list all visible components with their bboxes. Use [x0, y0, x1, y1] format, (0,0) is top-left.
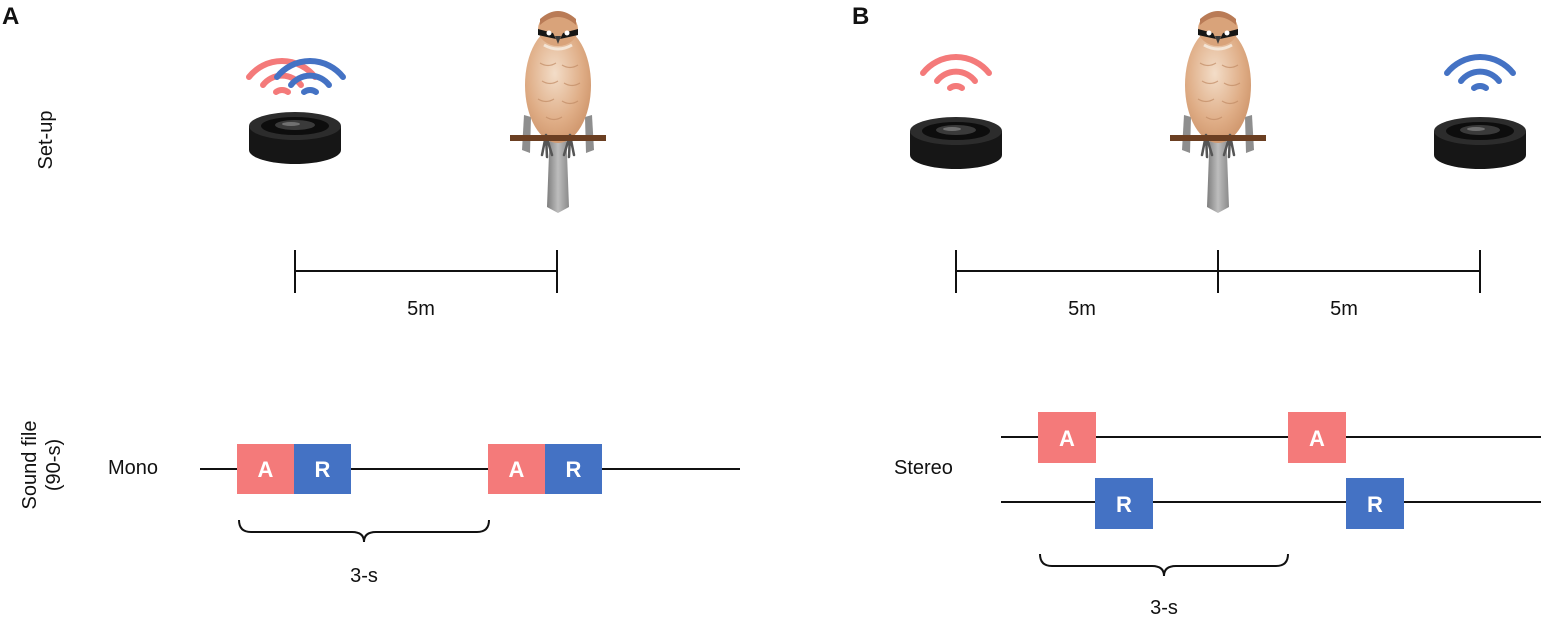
svg-text:R: R — [566, 457, 582, 482]
bird-icon — [520, 9, 596, 215]
panel-letter-b: B — [852, 3, 869, 30]
attack-box: A — [237, 444, 294, 494]
speaker-icon — [1434, 117, 1526, 169]
response-box: R — [1095, 478, 1153, 529]
interval-label: 3-s — [1150, 597, 1178, 619]
response-box: R — [294, 444, 351, 494]
speaker-icon — [910, 117, 1002, 169]
distance-scale — [955, 250, 1481, 293]
panel-b-setup: 5m 5m — [910, 9, 1526, 320]
panel-b-sound-file: Stereo A A R R 3-s — [894, 412, 1541, 619]
interval-label: 3-s — [350, 565, 378, 587]
distance-label-left: 5m — [1068, 298, 1096, 320]
perch-icon — [1170, 135, 1266, 141]
distance-label: 5m — [407, 298, 435, 320]
track-label-mono: Mono — [108, 457, 158, 479]
speaker-icon — [249, 112, 341, 164]
svg-text:R: R — [1367, 492, 1383, 517]
sound-wave-icon — [923, 57, 989, 88]
response-box: R — [545, 444, 602, 494]
svg-text:A: A — [1309, 426, 1325, 451]
row-label-setup: Set-up — [35, 111, 57, 170]
interval-brace — [238, 519, 490, 543]
attack-box: A — [488, 444, 545, 494]
svg-text:A: A — [258, 457, 274, 482]
panel-a-sound-file: Mono A R A R 3-s — [108, 444, 740, 587]
row-label-sound-duration: (90-s) — [43, 439, 65, 491]
bird-icon — [1180, 9, 1256, 215]
attack-box: A — [1288, 412, 1346, 463]
panel-letter-a: A — [2, 3, 19, 30]
distance-scale — [294, 250, 558, 293]
distance-label-right: 5m — [1330, 298, 1358, 320]
response-box: R — [1346, 478, 1404, 529]
panel-a-setup: 5m — [249, 9, 606, 320]
interval-brace — [1039, 553, 1289, 577]
sound-wave-icon — [1447, 57, 1513, 88]
perch-icon — [510, 135, 606, 141]
attack-box: A — [1038, 412, 1096, 463]
svg-text:R: R — [315, 457, 331, 482]
svg-text:A: A — [509, 457, 525, 482]
svg-text:R: R — [1116, 492, 1132, 517]
row-label-sound-file: Sound file — [19, 421, 41, 510]
svg-text:A: A — [1059, 426, 1075, 451]
track-label-stereo: Stereo — [894, 457, 953, 479]
